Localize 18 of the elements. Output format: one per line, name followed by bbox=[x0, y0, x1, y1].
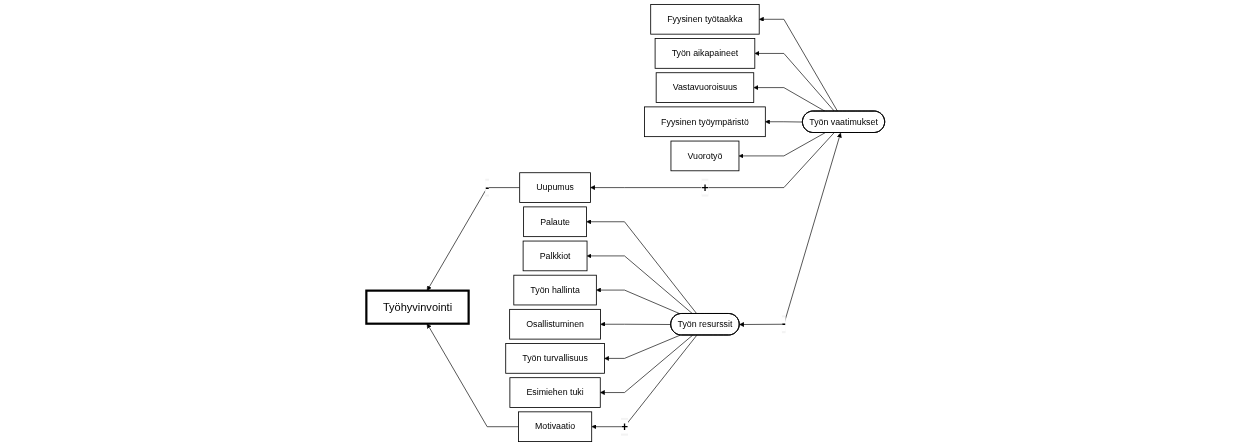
node-box: Vastavuoroisuus bbox=[655, 72, 755, 103]
node-box: Osallistuminen bbox=[509, 308, 601, 340]
node-box: Motivaatio bbox=[518, 411, 593, 442]
edge-label: - bbox=[781, 317, 786, 332]
node-box: Palaute bbox=[523, 206, 587, 238]
node-box: Työn hallinta bbox=[513, 274, 597, 306]
node-box: Vuorotyö bbox=[670, 140, 740, 172]
node-box: Fyysinen työtaakka bbox=[650, 4, 760, 35]
edge-label: + bbox=[701, 180, 709, 195]
edge-label: - bbox=[485, 180, 490, 195]
node-box: Esimiehen tuki bbox=[509, 377, 601, 408]
node-box: Fyysinen työympäristö bbox=[644, 106, 766, 138]
node-box: Uupumus bbox=[519, 172, 591, 203]
edge-label: + bbox=[620, 419, 629, 434]
node-box: Työn turvallisuus bbox=[505, 343, 605, 374]
node-box: Työn aikapaineet bbox=[654, 38, 756, 69]
node-box: Palkkiot bbox=[522, 240, 588, 272]
node-box: Työhyvinvointi bbox=[365, 289, 470, 325]
